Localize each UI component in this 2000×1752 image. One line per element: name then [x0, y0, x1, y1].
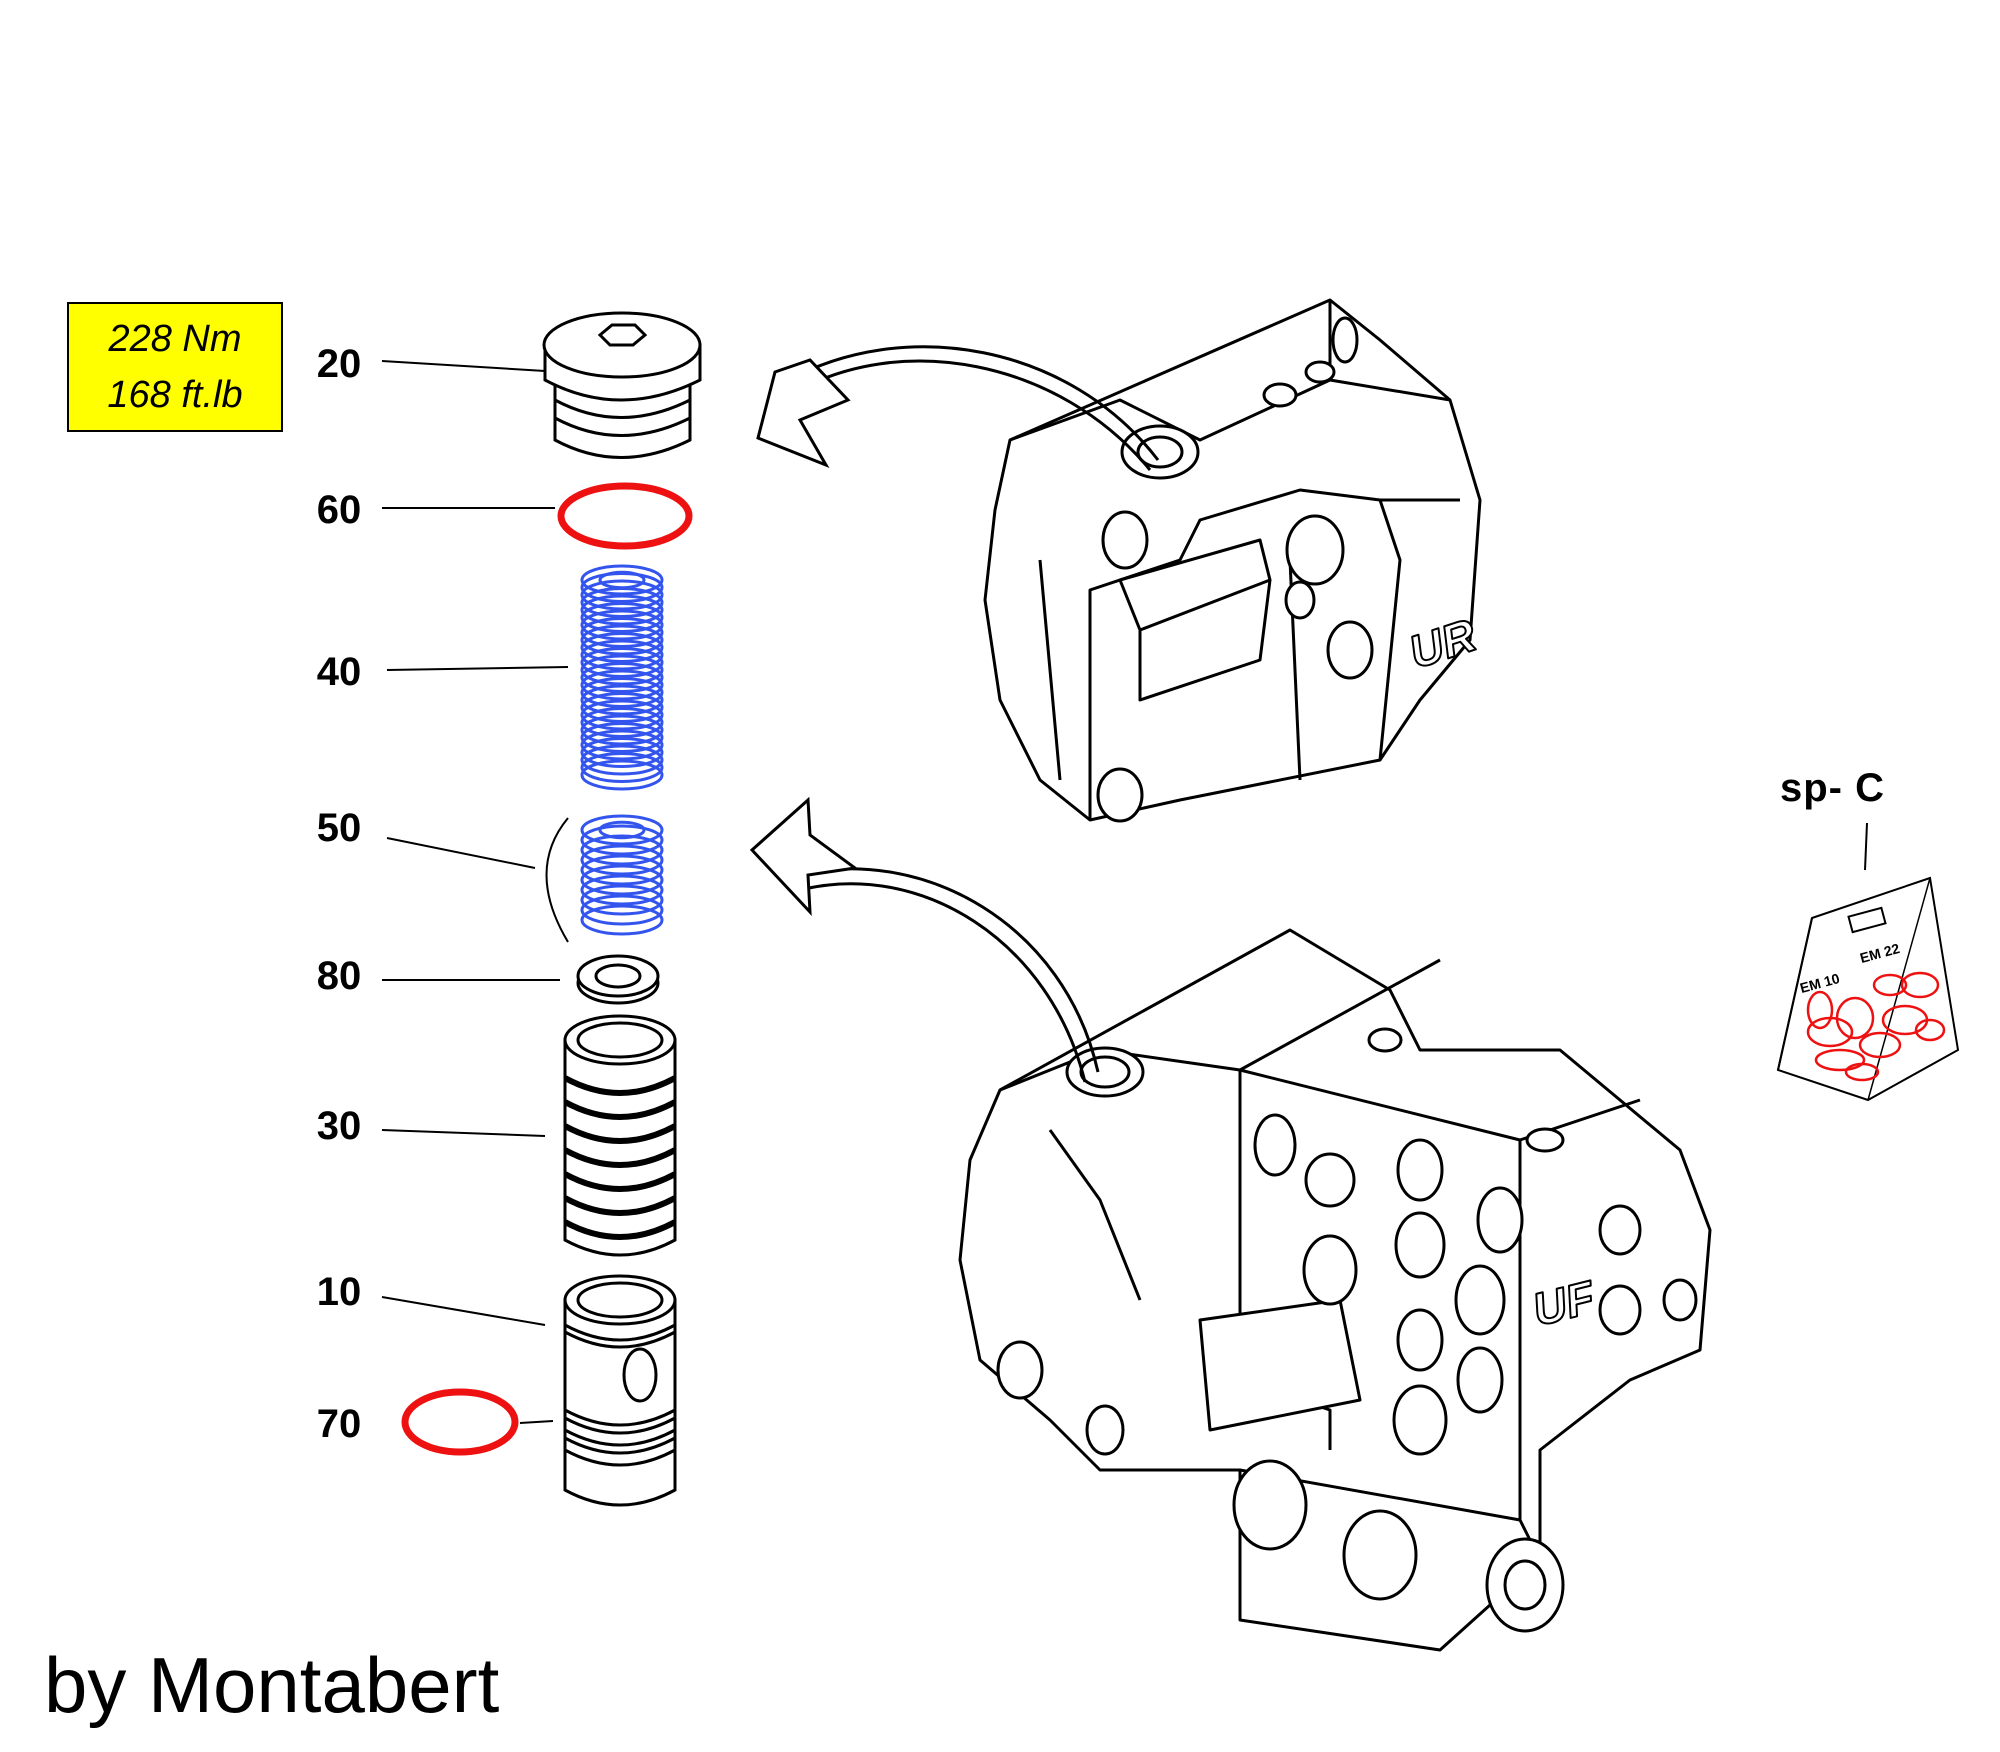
- spring-coil: [580, 737, 664, 768]
- part-washer-80: [576, 954, 660, 1005]
- spring-coil: [580, 722, 664, 753]
- spring-coil: [580, 752, 664, 783]
- seal-kit-label: sp- C: [1780, 766, 1885, 810]
- spring-coil: [580, 692, 664, 723]
- sleeve-groove: [563, 1147, 677, 1168]
- leader-lines: [381, 360, 1868, 1424]
- part-plug-20: [542, 311, 702, 459]
- sleeve-groove: [563, 1219, 677, 1240]
- part-sleeve-30: [563, 1014, 677, 1257]
- spring-coil: [580, 894, 664, 926]
- spring-coil: [580, 904, 664, 936]
- callout-40: 40: [316, 650, 362, 694]
- part-spool-10: [563, 1274, 677, 1507]
- spring-inner-coil: [598, 570, 646, 590]
- sleeve-groove: [563, 1171, 677, 1192]
- lower-valve-block: UF: [958, 928, 1712, 1652]
- spring-coil: [580, 714, 664, 746]
- spring-coil: [580, 884, 664, 916]
- spring-coil: [580, 602, 664, 633]
- spring-coil: [580, 564, 664, 596]
- torque-ftlb: 168 ft.lb: [107, 374, 243, 416]
- spring-coil: [580, 699, 664, 731]
- spring-coil: [580, 669, 664, 701]
- spring-coil: [580, 759, 664, 791]
- spring-coil: [580, 677, 664, 708]
- callout-80: 80: [316, 954, 362, 998]
- spring-inner-coil: [598, 820, 646, 840]
- sleeve-groove: [563, 1075, 677, 1096]
- callout-50: 50: [316, 806, 362, 850]
- spring-coil: [580, 594, 664, 626]
- part-oring-60: [557, 482, 693, 550]
- spring-coil: [580, 834, 664, 866]
- spring-coil: [580, 579, 664, 611]
- spring-coil: [580, 662, 664, 693]
- spring-coil: [580, 624, 664, 656]
- spring-coil: [580, 639, 664, 671]
- spring-coil: [580, 729, 664, 761]
- spring-coil: [580, 632, 664, 663]
- sleeve-groove: [563, 1123, 677, 1144]
- part-spring-50: [580, 814, 664, 936]
- arrow-to-lower-block: [749, 796, 1100, 1083]
- credit-text: by Montabert: [44, 1641, 500, 1729]
- spring-coil: [580, 617, 664, 648]
- part-spring-40: [580, 564, 664, 791]
- spring-coil: [580, 814, 664, 846]
- spring-coil: [580, 854, 664, 886]
- seal-kit-bag: EM 10 EM 22: [1776, 876, 1960, 1102]
- spring-coil: [580, 864, 664, 896]
- torque-nm: 228 Nm: [108, 318, 242, 360]
- spring-coil: [580, 684, 664, 716]
- callout-70: 70: [316, 1402, 362, 1446]
- spring-50-bracket: [545, 817, 569, 943]
- torque-spec-box: 228 Nm 168 ft.lb: [67, 302, 283, 432]
- spring-coil: [580, 654, 664, 686]
- spring-coil: [580, 707, 664, 738]
- spring-coil: [580, 609, 664, 641]
- sleeve-groove: [563, 1195, 677, 1216]
- callout-10: 10: [316, 1270, 362, 1314]
- spring-coil: [580, 647, 664, 678]
- callout-30: 30: [316, 1104, 362, 1148]
- spring-coil: [580, 844, 664, 876]
- spring-coil: [580, 874, 664, 906]
- spring-coil: [580, 824, 664, 856]
- callout-60: 60: [316, 488, 362, 532]
- spring-coil: [580, 744, 664, 776]
- arrow-to-upper-block: [756, 345, 1160, 471]
- callout-20: 20: [316, 342, 362, 386]
- sleeve-groove: [563, 1099, 677, 1120]
- part-oring-70: [401, 1388, 519, 1456]
